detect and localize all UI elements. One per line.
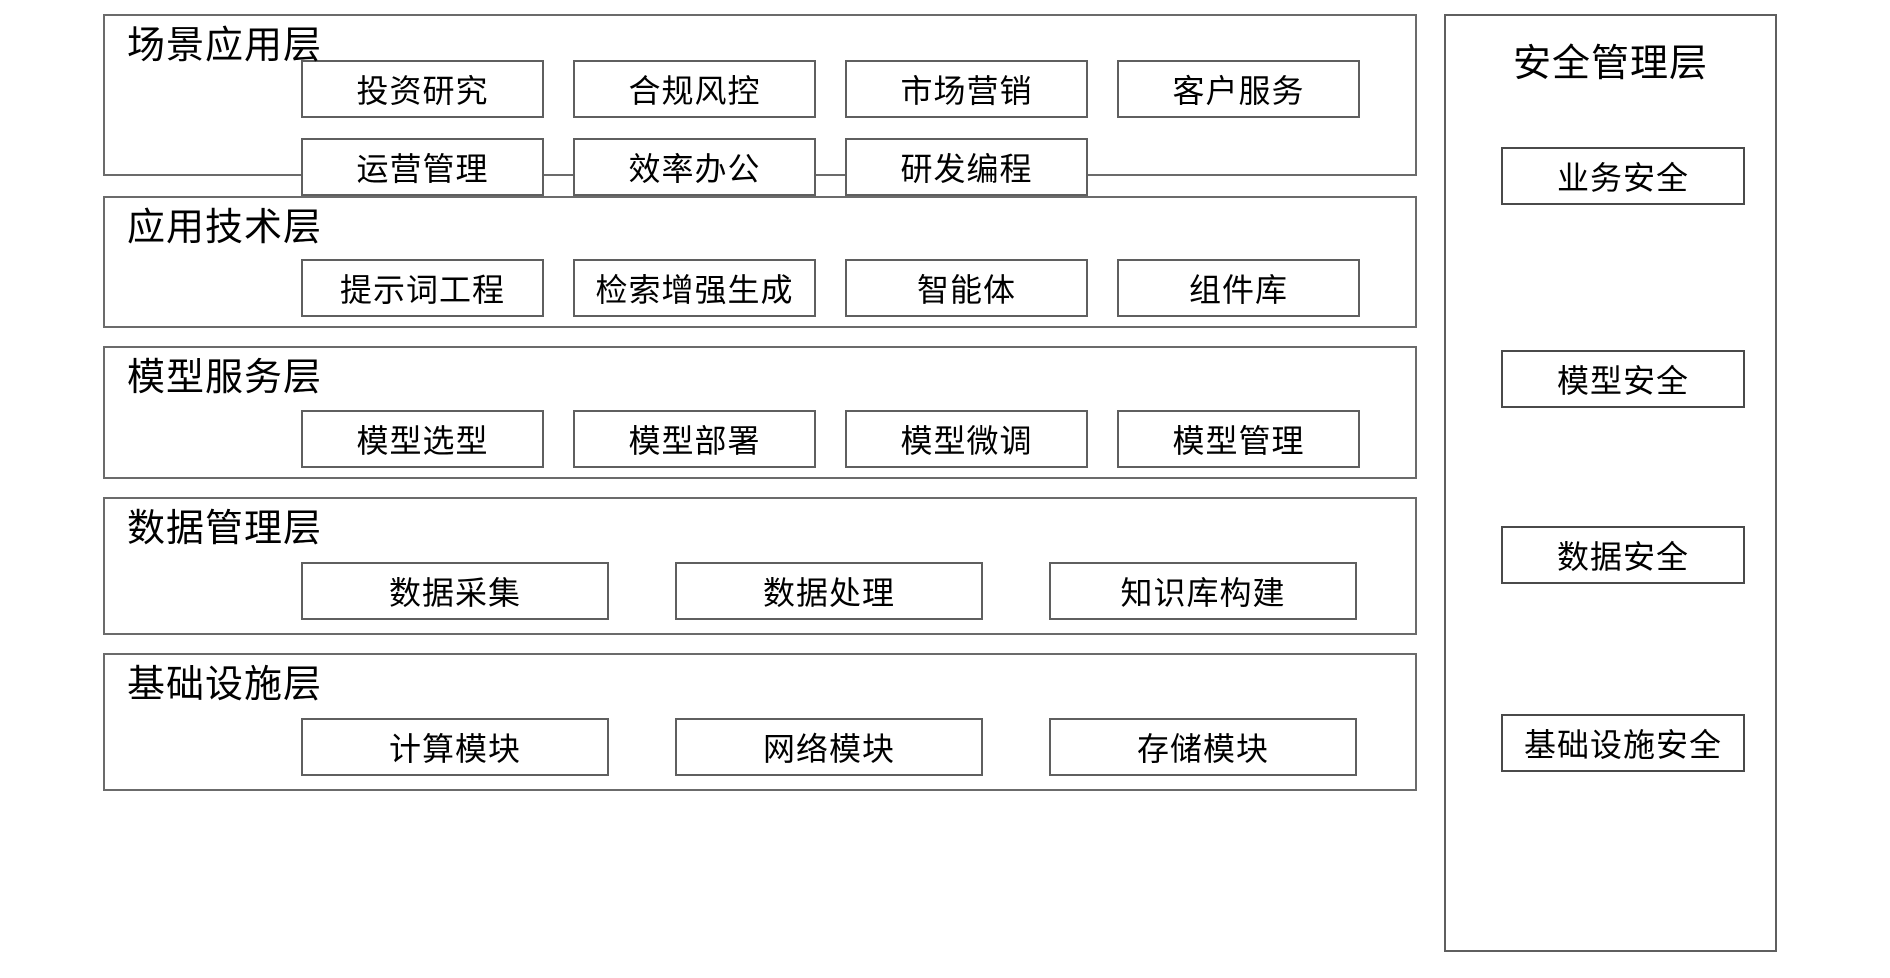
module-data-processing[interactable]: 数据处理 [675, 562, 983, 620]
layer-title-infrastructure: 基础设施层 [127, 664, 323, 706]
module-prompt-engineering[interactable]: 提示词工程 [301, 259, 544, 317]
layer-title-model-service: 模型服务层 [127, 357, 323, 399]
layer-application-technology: 应用技术层 提示词工程 检索增强生成 智能体 组件库 [103, 196, 1417, 328]
layer-title-application-technology: 应用技术层 [127, 207, 323, 249]
module-customer-service[interactable]: 客户服务 [1117, 60, 1360, 118]
layer-data-management: 数据管理层 数据采集 数据处理 知识库构建 [103, 497, 1417, 635]
layer-infrastructure: 基础设施层 计算模块 网络模块 存储模块 [103, 653, 1417, 791]
security-item-business[interactable]: 业务安全 [1501, 147, 1745, 205]
module-storage[interactable]: 存储模块 [1049, 718, 1357, 776]
security-item-model[interactable]: 模型安全 [1501, 350, 1745, 408]
module-knowledge-base-construction[interactable]: 知识库构建 [1049, 562, 1357, 620]
module-compliance-risk-control[interactable]: 合规风控 [573, 60, 816, 118]
module-efficiency-office[interactable]: 效率办公 [573, 138, 816, 196]
module-network[interactable]: 网络模块 [675, 718, 983, 776]
layer-title-data-management: 数据管理层 [127, 508, 323, 550]
module-compute[interactable]: 计算模块 [301, 718, 609, 776]
module-model-selection[interactable]: 模型选型 [301, 410, 544, 468]
security-panel-title: 安全管理层 [1512, 43, 1708, 85]
module-component-library[interactable]: 组件库 [1117, 259, 1360, 317]
module-model-management[interactable]: 模型管理 [1117, 410, 1360, 468]
module-model-finetuning[interactable]: 模型微调 [845, 410, 1088, 468]
layer-title-scenario-application: 场景应用层 [127, 25, 323, 67]
module-agent[interactable]: 智能体 [845, 259, 1088, 317]
layer-scenario-application: 场景应用层 投资研究 合规风控 市场营销 客户服务 运营管理 效率办公 研发编程 [103, 14, 1417, 196]
security-item-infrastructure[interactable]: 基础设施安全 [1501, 714, 1745, 772]
module-retrieval-augmented-generation[interactable]: 检索增强生成 [573, 259, 816, 317]
module-investment-research[interactable]: 投资研究 [301, 60, 544, 118]
module-model-deployment[interactable]: 模型部署 [573, 410, 816, 468]
module-operations-management[interactable]: 运营管理 [301, 138, 544, 196]
module-rnd-programming[interactable]: 研发编程 [845, 138, 1088, 196]
security-item-data[interactable]: 数据安全 [1501, 526, 1745, 584]
layer-model-service: 模型服务层 模型选型 模型部署 模型微调 模型管理 [103, 346, 1417, 479]
module-data-collection[interactable]: 数据采集 [301, 562, 609, 620]
security-management-panel: 安全管理层 业务安全 模型安全 数据安全 基础设施安全 [1444, 14, 1777, 952]
module-marketing[interactable]: 市场营销 [845, 60, 1088, 118]
